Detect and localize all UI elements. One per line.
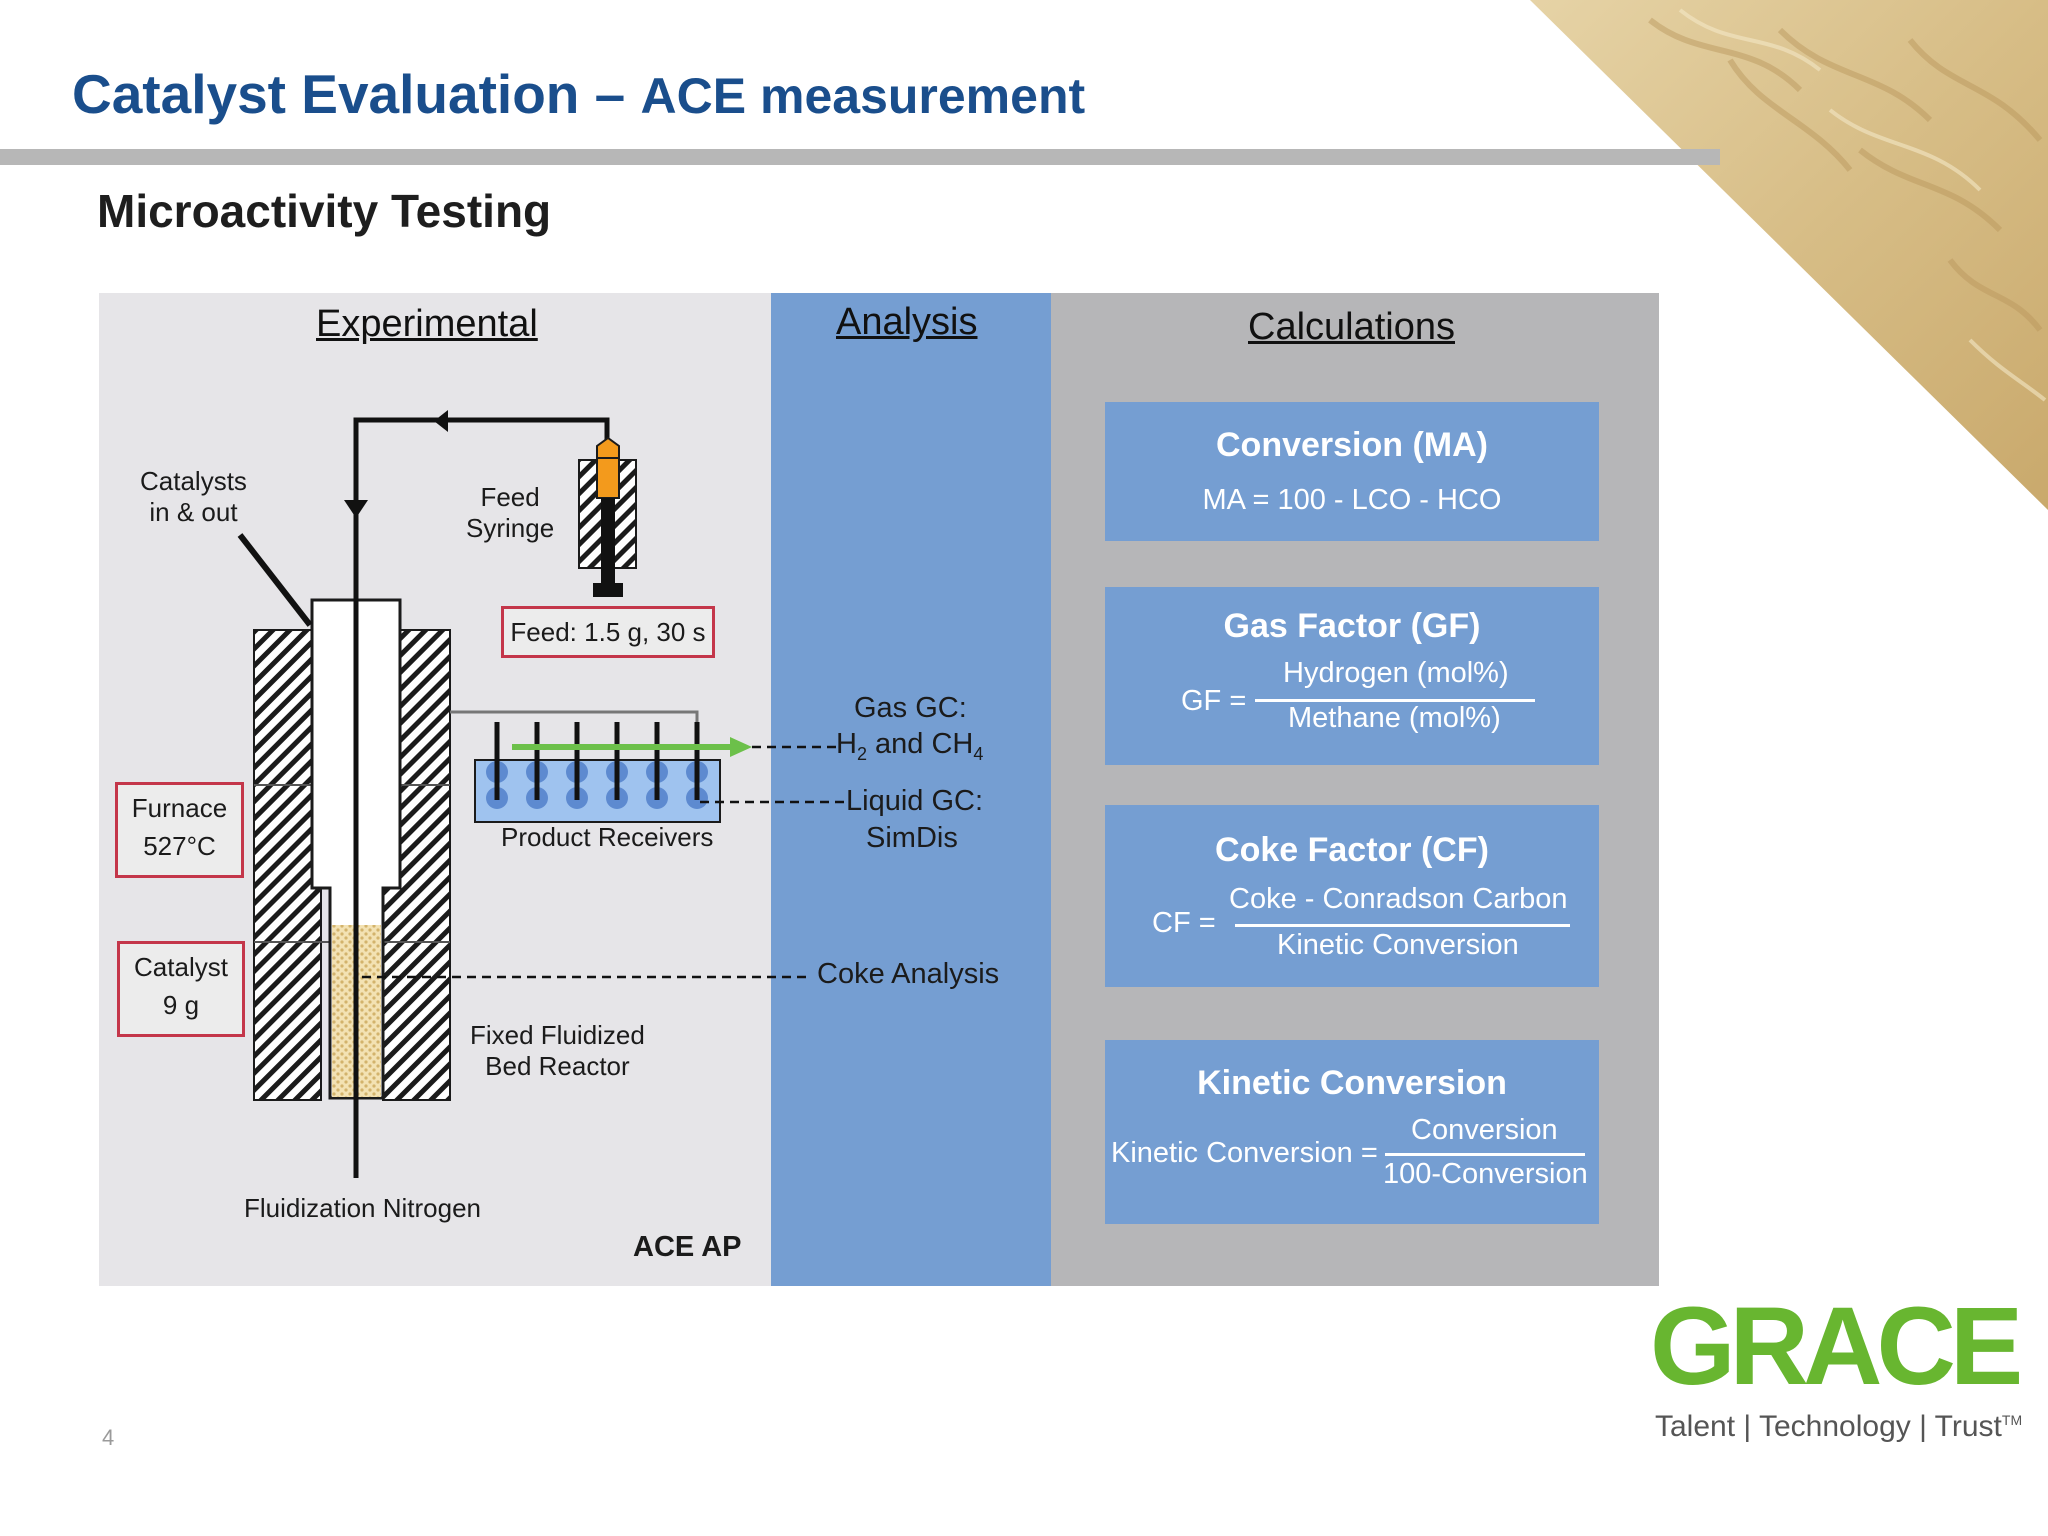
gas-factor-card: Gas Factor (GF) GF = Hydrogen (mol%) Met… xyxy=(1105,587,1599,765)
simdis-label: SimDis xyxy=(866,822,958,854)
liquid-gc-label: Liquid GC: xyxy=(846,785,984,817)
page-number: 4 xyxy=(102,1425,115,1450)
reactor-diagram xyxy=(237,410,845,1178)
conversion-card: Conversion (MA) MA = 100 - LCO - HCO xyxy=(1105,402,1599,541)
kinetic-conversion-numerator: Conversion xyxy=(1411,1114,1558,1146)
flow-arrow-down-icon xyxy=(344,500,368,518)
gas-factor-title: Gas Factor (GF) xyxy=(1223,607,1481,645)
furnace-box: Furnace 527°C xyxy=(115,782,244,878)
coke-factor-fraction-bar xyxy=(1235,924,1570,927)
feed-syringe xyxy=(578,436,637,597)
sand-texture-image xyxy=(1530,0,2048,510)
slide-title: Catalyst Evaluation – ACE measurement xyxy=(72,62,1085,126)
tagline: Talent | Technology | TrustTM xyxy=(1655,1410,2023,1443)
analysis-heading: Analysis xyxy=(836,301,978,343)
coke-factor-card: Coke Factor (CF) CF = Coke - Conradson C… xyxy=(1105,805,1599,987)
kinetic-conversion-lhs: Kinetic Conversion = xyxy=(1111,1137,1378,1169)
kinetic-conversion-card: Kinetic Conversion Kinetic Conversion = … xyxy=(1105,1040,1599,1224)
conversion-formula: MA = 100 - LCO - HCO xyxy=(1202,484,1502,516)
coke-factor-denominator: Kinetic Conversion xyxy=(1277,929,1519,961)
catalysts-label: Catalysts in & out xyxy=(140,466,247,528)
gas-gc-label: Gas GC: xyxy=(854,692,967,724)
coke-factor-title: Coke Factor (CF) xyxy=(1215,831,1489,869)
feed-amount-box: Feed: 1.5 g, 30 s xyxy=(501,606,715,658)
kinetic-conversion-fraction-bar xyxy=(1385,1153,1585,1156)
experimental-heading: Experimental xyxy=(316,303,538,345)
feed-syringe-label: Feed Syringe xyxy=(466,482,555,544)
reactor-label: Fixed Fluidized Bed Reactor xyxy=(470,1020,645,1082)
gas-factor-lhs: GF = xyxy=(1181,685,1247,717)
gas-factor-fraction-bar xyxy=(1255,699,1535,702)
ace-ap-label: ACE AP xyxy=(633,1231,742,1263)
gas-factor-denominator: Methane (mol%) xyxy=(1288,702,1501,734)
leader-lines xyxy=(362,745,845,979)
catalysts-port-line xyxy=(237,533,313,627)
coke-analysis-label: Coke Analysis xyxy=(817,958,1000,990)
subtitle: Microactivity Testing xyxy=(97,185,552,237)
product-receivers-label: Product Receivers xyxy=(501,822,714,852)
calculations-heading: Calculations xyxy=(1248,306,1455,348)
kinetic-conversion-title: Kinetic Conversion xyxy=(1197,1064,1507,1102)
conversion-title: Conversion (MA) xyxy=(1216,426,1488,464)
gas-arrow-icon xyxy=(730,737,752,757)
kinetic-conversion-denominator: 100-Conversion xyxy=(1383,1158,1588,1190)
catalyst-box: Catalyst 9 g xyxy=(117,941,245,1037)
gas-factor-numerator: Hydrogen (mol%) xyxy=(1283,657,1509,689)
title-main: Catalyst Evaluation – xyxy=(72,63,641,125)
coke-factor-lhs: CF = xyxy=(1152,907,1216,939)
coke-factor-numerator: Coke - Conradson Carbon xyxy=(1229,883,1568,915)
flow-arrow-left-icon xyxy=(434,410,448,432)
title-sub: ACE measurement xyxy=(640,68,1086,124)
title-divider xyxy=(0,149,1720,165)
grace-logo: GRACE xyxy=(1650,1285,2023,1408)
feed-line xyxy=(353,417,610,1178)
gas-species-label: H2 and CH4 xyxy=(836,728,984,764)
analysis-panel xyxy=(771,293,1051,1286)
nitrogen-label: Fluidization Nitrogen xyxy=(244,1193,482,1223)
product-receivers xyxy=(450,710,752,823)
